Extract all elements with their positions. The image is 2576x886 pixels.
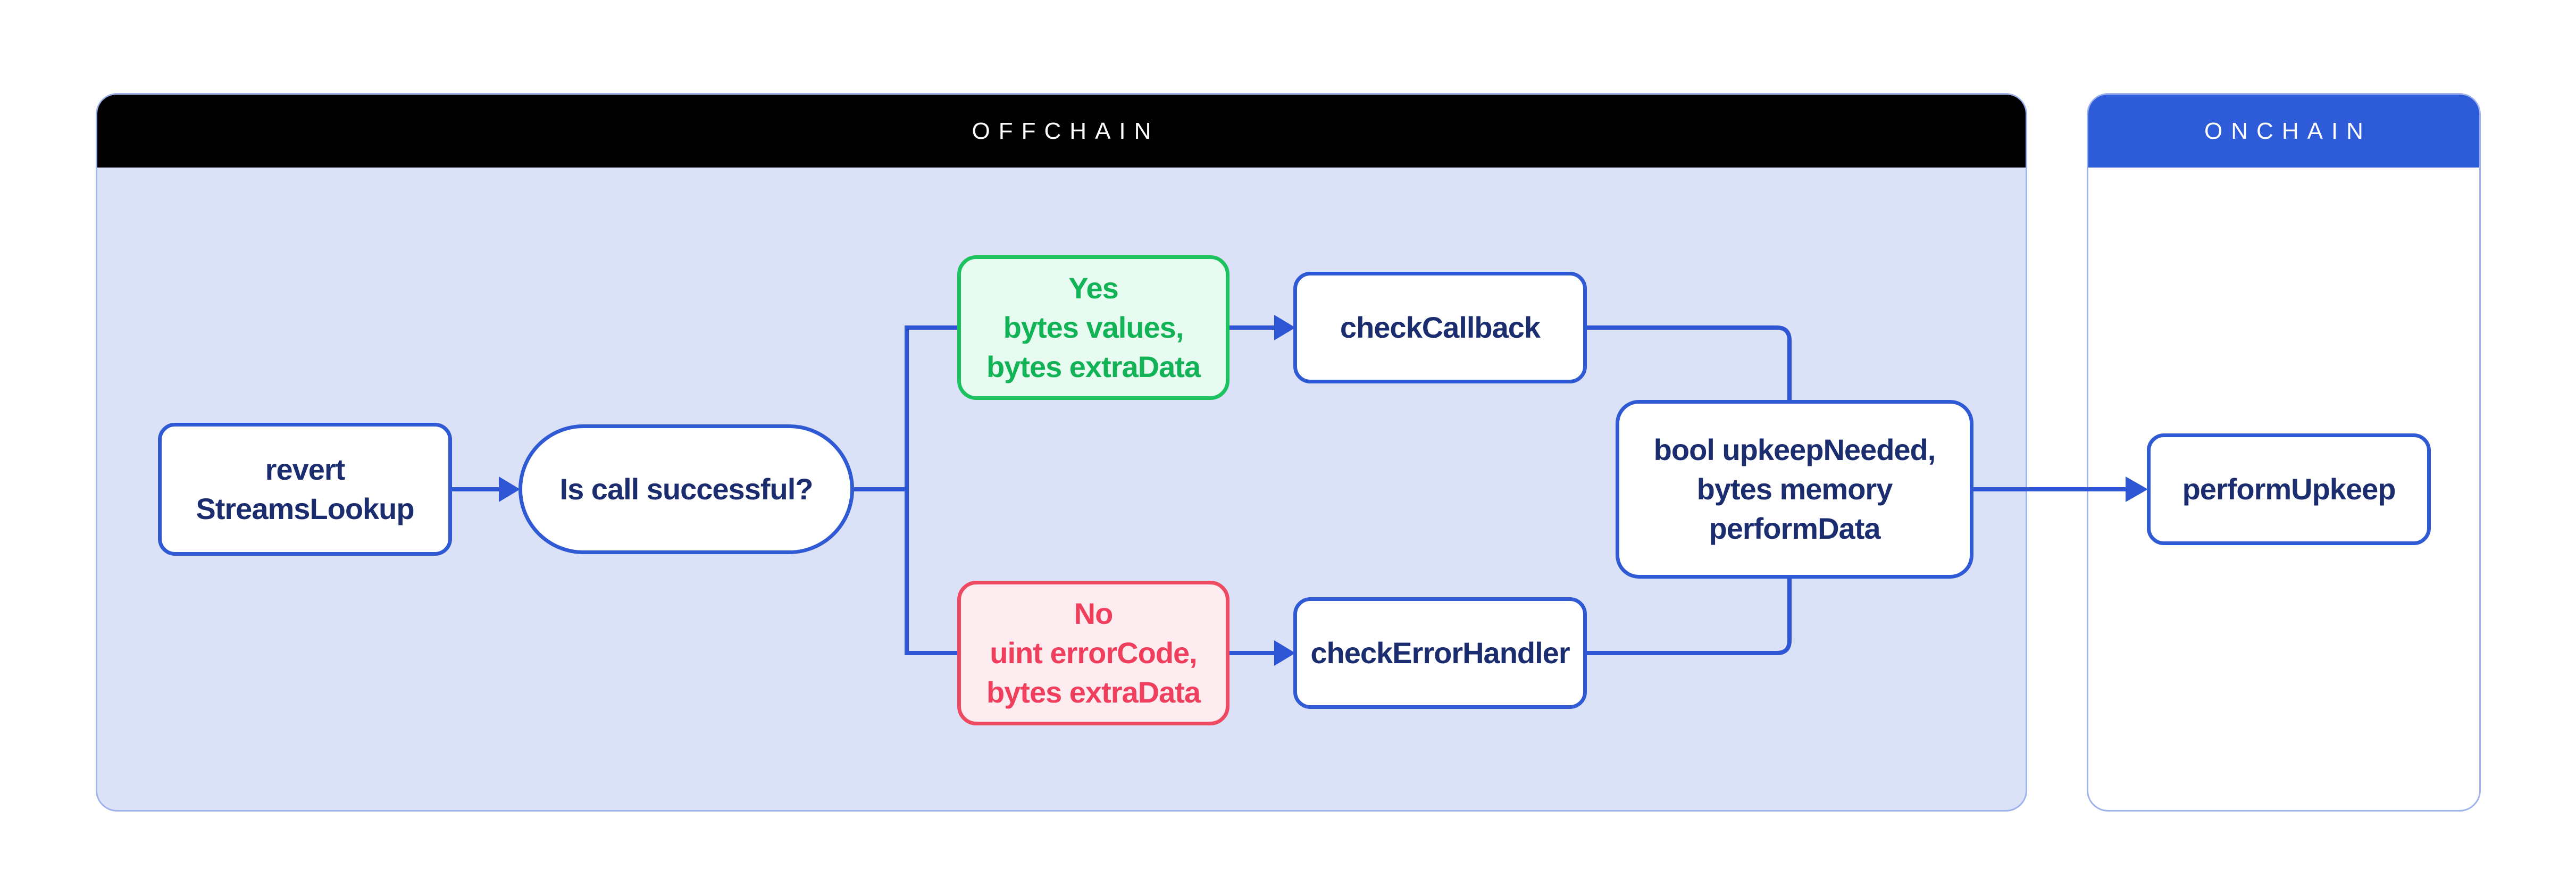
arrowhead-decision [499,477,520,502]
node-line: bytes values, [1003,311,1184,344]
node-check-callback: checkCallback [1293,272,1587,383]
node-line: bytes extraData [986,675,1201,709]
node-line: performUpkeep [2182,472,2396,506]
node-line: performData [1709,512,1881,545]
node-line: Yes [1068,271,1119,305]
arrowhead-checkerrorhandler [1274,640,1295,666]
node-perform-upkeep: performUpkeep [2147,433,2431,545]
node-line: No [1074,597,1114,630]
edge-checkcallback-to-merge [1587,325,1792,400]
arrowhead-checkcallback [1274,315,1295,340]
offchain-header: OFFCHAIN [97,95,2026,168]
node-line: uint errorCode, [990,636,1197,670]
offchain-title: OFFCHAIN [972,118,1160,144]
node-line: StreamsLookup [196,492,414,525]
onchain-header: ONCHAIN [2088,95,2479,168]
node-revert-streamslookup: revert StreamsLookup [158,423,452,556]
node-is-call-successful: Is call successful? [518,424,854,554]
node-line: checkCallback [1340,311,1541,344]
node-line: checkErrorHandler [1310,636,1570,670]
edge-checkerrorhandler-to-merge [1587,579,1792,655]
node-upkeep-needed-output: bool upkeepNeeded, bytes memory performD… [1616,400,1973,579]
edge-split-branches [905,325,958,655]
node-line: Is call successful? [559,472,814,506]
node-line: revert [265,453,346,486]
arrowhead-performupkeep [2126,477,2148,502]
node-check-error-handler: checkErrorHandler [1293,597,1587,709]
onchain-title: ONCHAIN [2204,118,2372,144]
node-line: bytes memory [1696,472,1893,506]
node-line: bool upkeepNeeded, [1653,433,1936,466]
node-yes-branch: Yes bytes values, bytes extraData [957,255,1230,400]
node-no-branch: No uint errorCode, bytes extraData [957,581,1230,725]
node-line: bytes extraData [986,350,1201,383]
